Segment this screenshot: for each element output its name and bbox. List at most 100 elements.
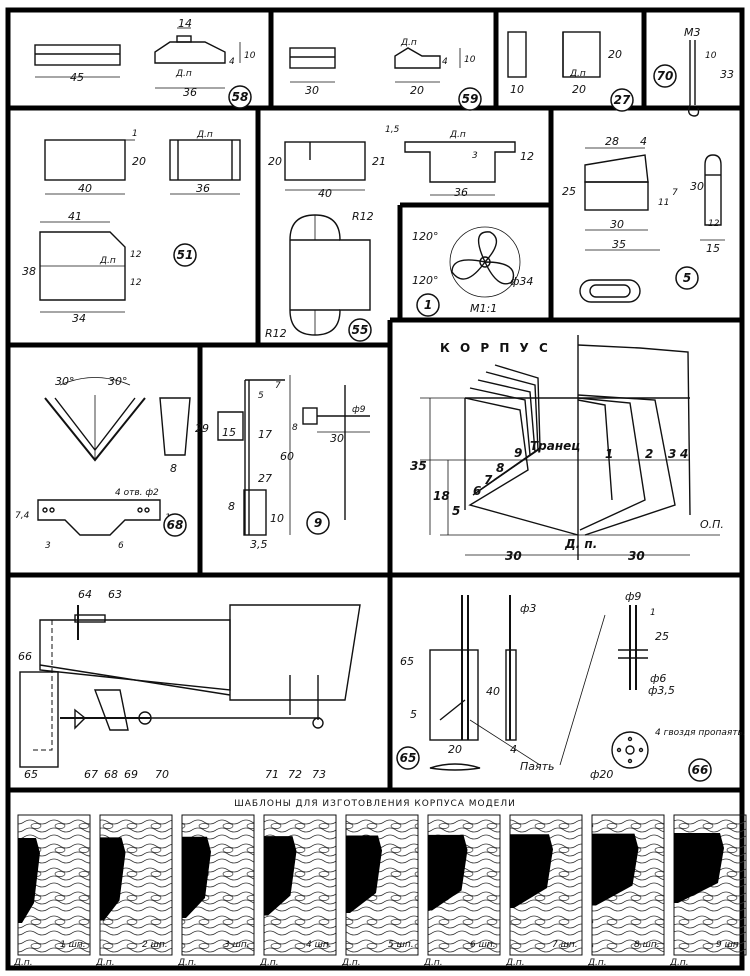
dim-27-b: 20 — [608, 48, 622, 61]
template-2: 2 шп.Д.п. — [95, 814, 173, 968]
angle-68-b: 30° — [108, 375, 128, 388]
dim-55-g: 36 — [454, 186, 468, 199]
panel-number-51: 51 — [177, 248, 194, 262]
template-cutout — [510, 834, 553, 908]
dim-65-d: 20 — [448, 743, 462, 756]
dim-55-i: R12 — [265, 327, 287, 340]
dim-9-d: 17 — [258, 428, 272, 441]
callout-70: 70 — [155, 768, 169, 781]
dim-9-h: 10 — [270, 512, 284, 525]
template-label: 8 шп. — [634, 940, 660, 950]
korpus-op: О.П. — [700, 518, 724, 531]
dim-55-e: 3 — [472, 151, 478, 161]
thread-70: М3 — [684, 26, 701, 39]
dim-55-a: 20 — [268, 155, 282, 168]
dim-51-c: 36 — [196, 182, 210, 195]
panel-59: 30 Д.п 20 10 4 59 — [289, 38, 482, 111]
dim-27-a: 10 — [510, 83, 524, 96]
dim-5-b: 4 — [640, 135, 647, 148]
panel-70: М3 10 33 70 — [653, 26, 734, 117]
template-label: 9 шп. — [716, 940, 742, 950]
korpus-dim-35: 35 — [410, 459, 427, 473]
label-59-dp: Д.п — [400, 38, 417, 48]
dim-9-e: 60 — [280, 450, 294, 463]
dim-66-c: 25 — [655, 630, 669, 643]
dim-9-l: ф9 — [352, 405, 366, 415]
template-dp: Д.п. — [95, 958, 115, 968]
note-66: 4 гвоздя пропаять. — [655, 728, 746, 738]
dim-5-c: 25 — [562, 185, 576, 198]
panel-number-68: 68 — [167, 518, 184, 532]
label-58-dp: Д.п — [175, 69, 192, 79]
label-55-dp: Д.п — [449, 130, 466, 140]
dim-59-d: 4 — [442, 57, 448, 67]
panel-number-27: 27 — [614, 93, 631, 107]
scale-1: М1:1 — [470, 302, 497, 315]
panel-5: 28 4 25 11 7 30 30 35 12 15 5 — [562, 135, 725, 303]
angle-1-b: 120° — [412, 274, 439, 287]
station-4: 4 — [679, 447, 688, 461]
dim-9-j: 8 — [292, 423, 298, 433]
korpus-dp: Д. п. — [564, 537, 597, 551]
callout-69: 69 — [124, 768, 138, 781]
dim-51-g: 12 — [130, 278, 142, 288]
template-label: 5 шп. — [388, 940, 414, 950]
label-51-dp: Д.п — [196, 130, 213, 140]
dim-59-b: 20 — [410, 84, 424, 97]
dim-9-a: 7 — [275, 381, 281, 391]
callout-68: 68 — [104, 768, 118, 781]
template-label: 6 шп. — [470, 940, 496, 950]
label-27-dp: Д.п — [569, 69, 586, 79]
template-8: 8 шп.Д.п. — [587, 814, 665, 968]
panel-korpus: К О Р П У С 35 18 Транец 1 2 3 4 5 6 7 8… — [410, 335, 724, 563]
dim-9-g: 8 — [228, 500, 235, 513]
dim-70-b: 33 — [720, 68, 734, 81]
dim-51-f: 12 — [130, 250, 142, 260]
station-2: 2 — [645, 447, 653, 461]
panel-68: 30° 30° 29 8 7,4 15 3 6 4 отв. ф2 68 — [15, 375, 209, 551]
dim-55-f: 12 — [520, 150, 534, 163]
korpus-tranets: Транец — [530, 439, 580, 453]
template-3: 3 шп.Д.п. — [177, 814, 255, 968]
dim-66-e: ф3,5 — [648, 684, 675, 697]
dim-5-a: 28 — [605, 135, 619, 148]
korpus-dim-30a: 30 — [505, 549, 522, 563]
dim-65-f: ф3 — [520, 602, 536, 615]
panel-assembly: 64 63 66 65 67 68 69 70 71 72 73 — [18, 588, 361, 781]
dim-65-b: 40 — [486, 685, 500, 698]
dim-51-a: 20 — [132, 155, 146, 168]
panel-number-58: 58 — [232, 90, 249, 104]
panel-number-66: 66 — [692, 763, 709, 777]
template-7: 7 шп.Д.п. — [505, 814, 583, 968]
callout-65: 65 — [24, 768, 38, 781]
dim-55-b: 40 — [318, 187, 332, 200]
panel-1-propeller: 120° 120° ф34 М1:1 1 — [412, 226, 533, 317]
panel-number-1: 1 — [424, 298, 432, 312]
dim-59-a: 30 — [305, 84, 319, 97]
callout-71: 71 — [265, 768, 279, 781]
callout-72: 72 — [288, 768, 302, 781]
callout-67: 67 — [84, 768, 98, 781]
callout-63: 63 — [108, 588, 122, 601]
station-1: 1 — [605, 447, 613, 461]
dim-66-f: ф20 — [590, 768, 613, 781]
dim-68-e: 3 — [45, 541, 51, 551]
dim-55-d: 1,5 — [385, 125, 400, 135]
template-label: 1 шп. — [60, 940, 86, 950]
panel-55: 20 40 21 1,5 Д.п 3 12 36 R12 R12 55 — [265, 125, 534, 342]
dim-68-f: 6 — [118, 541, 124, 551]
station-3: 3 — [668, 447, 676, 461]
template-4: 4 шп.Д.п. — [259, 814, 337, 968]
panel-58: 45 14 Д.п 36 10 4 58 — [34, 17, 256, 109]
dim-51-b: 40 — [78, 182, 92, 195]
template-cutout — [674, 833, 724, 903]
template-5: 5 шп.Д.п. — [341, 814, 419, 968]
dim-5-d: 11 — [658, 198, 669, 208]
dim-66-b: 1 — [650, 608, 656, 618]
diameter-1: ф34 — [510, 275, 533, 288]
panel-51: 20 1 40 Д.п 36 41 Д.п 38 12 12 34 51 — [22, 129, 241, 325]
template-dp: Д.п. — [13, 958, 33, 968]
dim-59-c: 10 — [464, 55, 476, 65]
dim-55-h: R12 — [352, 210, 374, 223]
